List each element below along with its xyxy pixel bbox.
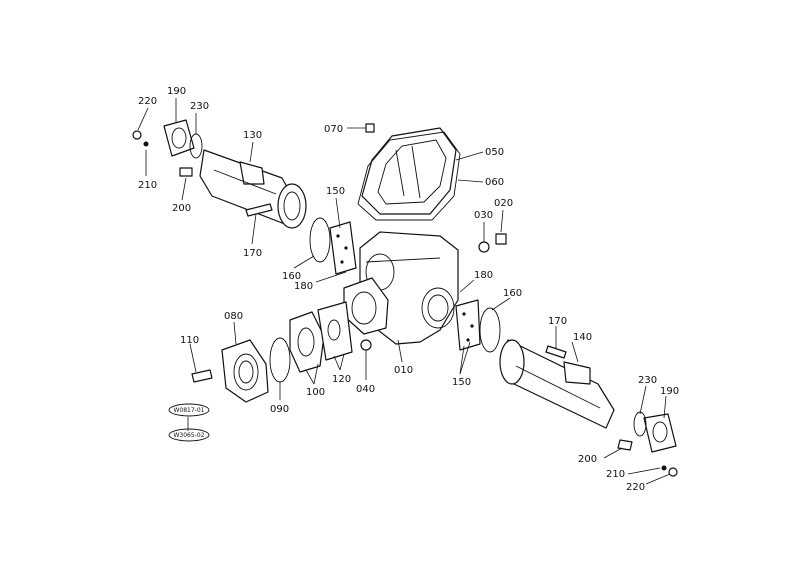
gasket-100 <box>289 311 325 373</box>
flange-190-right <box>643 413 677 453</box>
washer-030 <box>478 241 490 253</box>
label-180-left: 180 <box>294 281 313 292</box>
label-220-right: 220 <box>626 482 645 493</box>
label-010: 010 <box>394 365 413 376</box>
plate-150-left <box>329 221 357 275</box>
oring-160-left <box>309 217 331 263</box>
label-230-right: 230 <box>638 375 657 386</box>
label-020: 020 <box>494 198 513 209</box>
bolt-200-left <box>179 167 193 177</box>
axle-tube-130 <box>199 149 307 229</box>
plate-150-right <box>455 299 481 351</box>
plug-070 <box>365 123 375 133</box>
label-110: 110 <box>180 335 199 346</box>
bolt-110 <box>191 369 213 383</box>
bolt-170-right <box>545 345 567 359</box>
label-170-left: 170 <box>243 248 262 259</box>
bolt-170-left <box>245 203 273 217</box>
label-180-right: 180 <box>474 270 493 281</box>
label-090: 090 <box>270 404 289 415</box>
label-080: 080 <box>224 311 243 322</box>
housing-010 <box>343 231 459 345</box>
axle-tube-140 <box>499 339 615 429</box>
label-150-right: 150 <box>452 377 471 388</box>
label-040: 040 <box>356 384 375 395</box>
reference-2-text: W3065-02 <box>173 432 204 439</box>
label-190-left: 190 <box>167 86 186 97</box>
label-160-right: 160 <box>503 288 522 299</box>
oring-090 <box>269 337 291 383</box>
label-030: 030 <box>474 210 493 221</box>
label-070: 070 <box>324 124 343 135</box>
label-200-right: 200 <box>578 454 597 465</box>
plate-120 <box>317 301 353 361</box>
cover-050 <box>361 127 457 215</box>
label-160-left: 160 <box>282 271 301 282</box>
bolt-220-right <box>661 465 678 477</box>
label-210-left: 210 <box>138 180 157 191</box>
flange-190-left <box>163 119 195 157</box>
oring-160-right <box>479 307 501 353</box>
label-050: 050 <box>485 147 504 158</box>
plug-040 <box>360 339 372 351</box>
label-120: 120 <box>332 374 351 385</box>
oring-230-right <box>633 411 647 437</box>
gasket-060 <box>357 131 461 221</box>
label-060: 060 <box>485 177 504 188</box>
reference-tag-1: W0817-01 <box>168 403 210 417</box>
label-220-left: 220 <box>138 96 157 107</box>
reference-tag-2: W3065-02 <box>168 428 210 442</box>
label-130: 130 <box>243 130 262 141</box>
label-200-left: 200 <box>172 203 191 214</box>
label-170-right: 170 <box>548 316 567 327</box>
label-150-left: 150 <box>326 186 345 197</box>
label-100: 100 <box>306 387 325 398</box>
label-230-left: 230 <box>190 101 209 112</box>
label-210-right: 210 <box>606 469 625 480</box>
label-140: 140 <box>573 332 592 343</box>
label-190-right: 190 <box>660 386 679 397</box>
bolt-220-left <box>132 130 149 147</box>
bolt-200-right <box>617 439 633 451</box>
plug-020 <box>495 233 507 245</box>
cover-080 <box>221 339 269 403</box>
reference-1-text: W0817-01 <box>173 407 204 414</box>
